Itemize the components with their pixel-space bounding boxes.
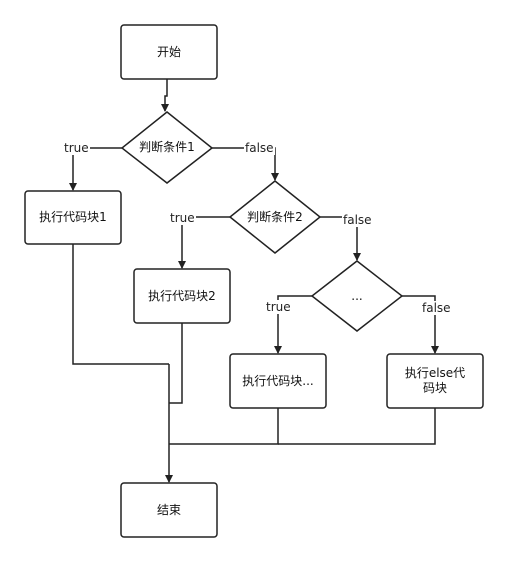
block-2-label: 执行代码块2: [148, 288, 216, 303]
condition-1-label: 判断条件1: [139, 140, 195, 154]
block-else-label-line2: 码块: [422, 381, 447, 395]
condition-2-label: 判断条件2: [247, 209, 303, 224]
end-node: [120, 482, 218, 538]
end-label: 结束: [156, 502, 181, 517]
edge-cond1-false: [212, 147, 279, 181]
edge-label-cond3-true: true: [265, 300, 292, 314]
condition-3-diamond: [310, 260, 404, 332]
edge-block2-to-end: [169, 323, 183, 404]
block-1-label: 执行代码块1: [39, 210, 107, 224]
condition-1-diamond: [120, 111, 214, 184]
edge-block1-to-end: [72, 244, 169, 365]
block-else-label: 执行else代 码块: [387, 354, 483, 408]
block-else-label-line1: 执行else代: [404, 366, 466, 380]
edge-label-cond2-true: true: [169, 211, 196, 225]
block-more-label: 执行代码块...: [242, 373, 314, 388]
condition-3-label: ...: [351, 288, 363, 303]
edge-label-cond2-false: false: [342, 213, 373, 227]
edge-block-more-to-end: [169, 408, 279, 445]
edge-label-cond1-true: true: [63, 141, 90, 155]
edge-label-cond3-false: false: [421, 301, 452, 315]
start-label: 开始: [156, 44, 181, 59]
edge-block-else-to-end: [278, 408, 436, 445]
start-node: [120, 24, 218, 80]
edge-label-cond1-false: false: [244, 141, 275, 155]
edge-cond3-true: [274, 295, 312, 354]
edge-start-to-cond1: [161, 79, 169, 112]
condition-2-diamond: [228, 180, 322, 254]
edge-cond3-false: [402, 295, 439, 354]
